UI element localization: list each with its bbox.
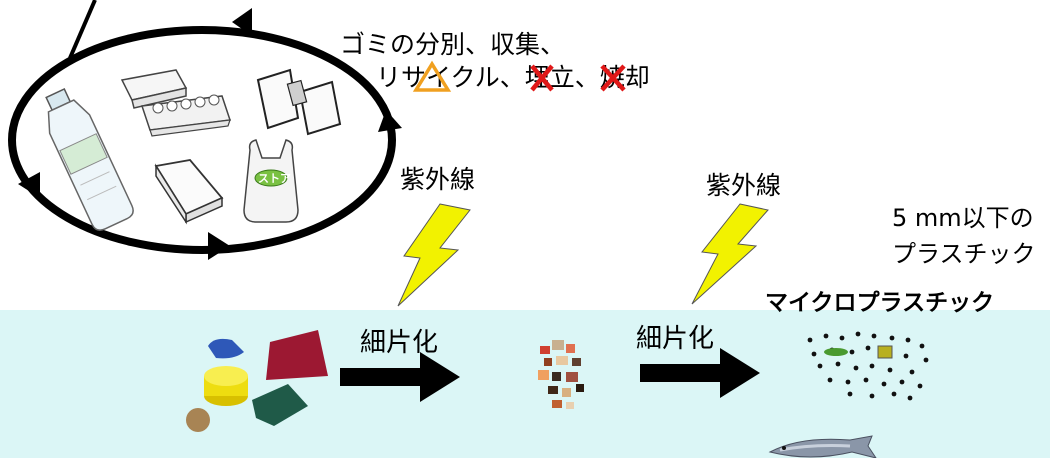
pet-bottle-icon (45, 88, 134, 231)
styrofoam-block-icon (256, 68, 342, 136)
green-fragment (252, 384, 308, 426)
lightning-bolt-2 (691, 203, 769, 305)
brown-fragment (186, 408, 210, 432)
fragmentation-arrow-2 (640, 348, 760, 398)
uv-label-1: 紫外線 (400, 165, 476, 194)
blue-fragment (208, 338, 244, 359)
shopping-bag-icon (243, 139, 299, 223)
size-label: 5 mm以下の プラスチック (892, 200, 1036, 272)
microplastic-title: マイクロプラスチック (765, 290, 995, 316)
loop-arrowhead (232, 8, 252, 36)
loop-arrowhead (378, 110, 402, 132)
cross-mark (600, 64, 626, 92)
recycle-text-line1: ゴミの分別、収集、 (340, 30, 566, 59)
foam-box-icon (154, 159, 224, 225)
yellow-micro-fragment (877, 345, 893, 359)
red-fragment (266, 330, 328, 380)
food-tray-icon (120, 69, 188, 109)
fish-icon (768, 435, 877, 458)
fragmentation-arrow-1 (340, 352, 460, 402)
fragmentation-label-1: 細片化 (360, 328, 439, 358)
recycle-loop (8, 26, 396, 254)
loop-arrowhead (208, 232, 230, 260)
triangle-mark (412, 60, 452, 92)
egg-carton-icon (140, 94, 232, 137)
small-debris-cluster (538, 340, 584, 409)
cross-mark (530, 64, 554, 92)
loop-arrowhead (18, 172, 40, 198)
bag-label: ストア (258, 172, 291, 185)
size-label-line1: 5 mm以下の (892, 204, 1034, 232)
pointer-line (68, 0, 97, 59)
uv-label-2: 紫外線 (706, 171, 782, 200)
size-label-line2: プラスチック (892, 240, 1036, 268)
lightning-bolt-1 (397, 203, 471, 307)
bottle-cap-fragment (204, 366, 248, 406)
fragmentation-label-2: 細片化 (636, 324, 715, 354)
green-micro-fragment (824, 348, 848, 356)
